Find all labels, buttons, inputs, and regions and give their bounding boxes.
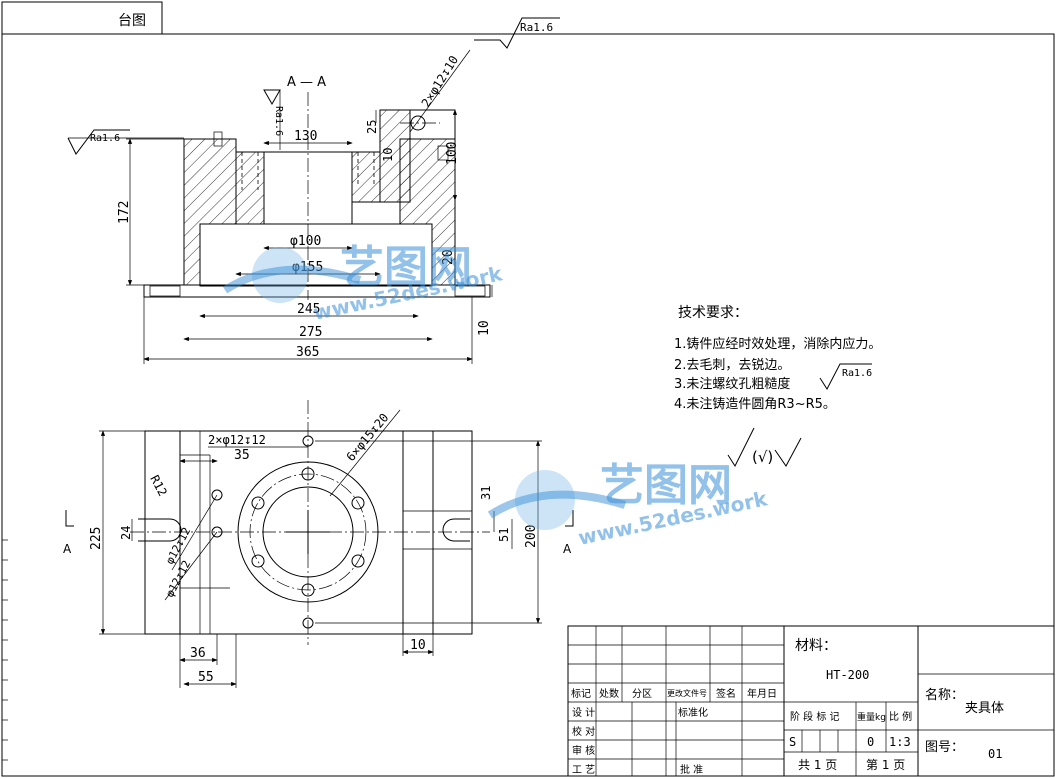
dim-31: 31 [479, 486, 493, 500]
stage-label: 阶 段 标 记 [790, 710, 840, 723]
tech-requirements: 技术要求： 1.铸件应经时效处理，消除内应力。 2.去毛刺，去锐边。 3.未注螺… [674, 305, 881, 468]
callout-2x-holes: 2×φ12↧12 [208, 433, 266, 447]
review-label: 审 核 [572, 744, 595, 757]
name-value: 夹具体 [965, 701, 1004, 716]
tech-item-4: 4.未注铸造件圆角R3~R5。 [674, 396, 836, 412]
corner-tag-box [1, 1, 163, 35]
right-boss-hatch [351, 151, 381, 203]
scale-value: 1:3 [889, 735, 911, 749]
watermark-brand-2: 艺图网 [600, 460, 732, 511]
weight-value: 0 [867, 735, 874, 749]
tech-title: 技术要求： [678, 305, 748, 321]
approve-label: 批 准 [680, 763, 703, 776]
roughness-top-label: Ra1.6 [520, 21, 553, 34]
hdr-count: 处数 [599, 687, 619, 700]
hdr-mark: 标记 [571, 688, 591, 700]
tech-item-3: 3.未注螺纹孔粗糙度 [674, 376, 790, 392]
dim-35: 35 [234, 448, 250, 463]
watermark-1: 艺图网 www.52des.work [222, 242, 505, 325]
dim-10-top: 10 [410, 638, 426, 653]
hdr-sign: 签名 [716, 687, 736, 700]
dim-phi100: φ100 [290, 234, 321, 249]
section-label: A — A [287, 75, 326, 90]
top-outline [144, 430, 473, 635]
section-arrow-right: A [563, 542, 572, 556]
tech-item-1: 1.铸件应经时效处理，消除内应力。 [674, 336, 881, 352]
scale-label: 比 例 [889, 710, 912, 723]
drawing-no-label: 图号： [925, 740, 964, 755]
design-label: 设 计 [572, 706, 595, 719]
dim-365: 365 [296, 345, 319, 360]
dim-130: 130 [294, 129, 317, 144]
roughness-inner-label: Ra1.6 [273, 106, 284, 136]
dim-225: 225 [89, 527, 104, 550]
stage-value: S [789, 735, 796, 749]
dim-172: 172 [117, 201, 132, 224]
dim-10a: 10 [381, 148, 395, 162]
dim-20: 20 [441, 249, 456, 265]
hdr-zone: 分区 [632, 688, 652, 700]
dim-245: 245 [297, 302, 320, 317]
material-value: HT-200 [826, 668, 869, 682]
left-boss-hatch [235, 151, 265, 225]
drawing-no-value: 01 [988, 747, 1002, 761]
callout-6x-holes: 6×φ15↧20 [344, 411, 392, 464]
dim-100: 100 [445, 142, 460, 165]
corner-label: 台图 [118, 13, 146, 29]
process-label: 工 艺 [572, 764, 595, 776]
tech-item-2: 2.去毛刺，去锐边。 [674, 358, 790, 373]
weight-label: 重量kg [857, 711, 886, 723]
roughness-note-label: Ra1.6 [842, 368, 872, 379]
roughness-symbol-top: Ra1.6 [474, 17, 560, 49]
standardize-label: 标准化 [678, 706, 708, 719]
watermark-brand-1: 艺图网 [340, 242, 472, 293]
hdr-date: 年月日 [747, 687, 777, 700]
callout-phi12-b: φ12↧12 [163, 558, 193, 599]
name-label: 名称： [925, 687, 964, 703]
dim-r12: R12 [147, 473, 170, 499]
dim-25: 25 [365, 120, 379, 134]
dim-55: 55 [198, 670, 214, 685]
dim-275: 275 [299, 325, 322, 340]
border-ticks [2, 539, 8, 761]
total-pages: 共 1 页 [798, 758, 837, 772]
hdr-change-doc: 更改文件号 [667, 688, 707, 698]
top-view: 225 200 31 51 35 24 R12 36 55 10 2×φ12↧1… [63, 400, 574, 688]
drawing-frame [1, 33, 1055, 777]
section-arrow-left: A [63, 542, 72, 556]
dim-10b: 10 [477, 320, 492, 336]
hole-callout-front: 2×φ12↧10 [419, 53, 462, 109]
material-label: 材料： [795, 638, 837, 654]
dim-51: 51 [497, 528, 511, 542]
roughness-left-label: Ra1.6 [90, 133, 120, 144]
dim-36: 36 [190, 646, 206, 661]
page-number: 第 1 页 [866, 758, 905, 772]
general-roughness: (√) [752, 448, 773, 466]
dim-200: 200 [524, 525, 539, 548]
front-section-view: A — A 130 25 10 100 [67, 49, 493, 364]
title-block: 材料： HT-200 标记 处数 分区 更改文件号 签名 年月日 设 计 标准化… [567, 625, 1055, 777]
check-label: 校 对 [572, 725, 595, 738]
dim-24: 24 [119, 526, 133, 540]
